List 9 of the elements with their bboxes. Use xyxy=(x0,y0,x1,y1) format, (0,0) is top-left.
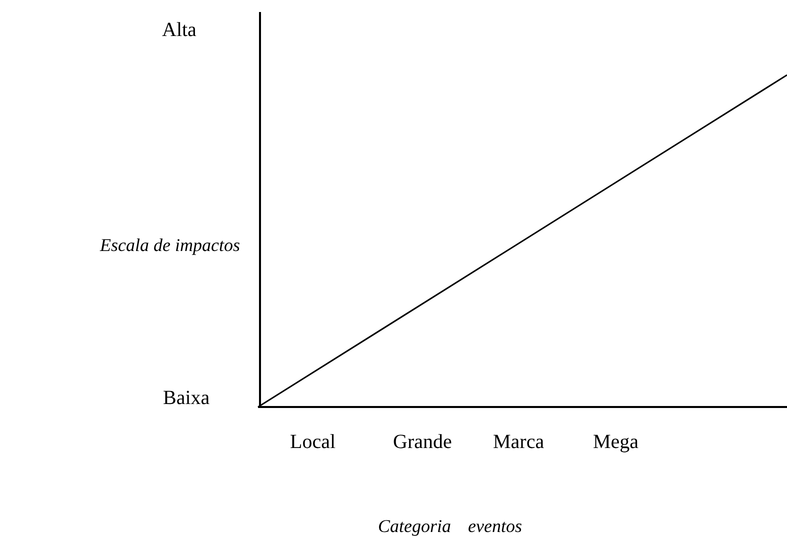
category-label: Local xyxy=(290,430,336,454)
axis-label: Alta xyxy=(162,18,196,42)
axis-title: Escala de impactos xyxy=(100,234,240,257)
category-label: Grande xyxy=(393,430,452,454)
category-label: Marca xyxy=(493,430,544,454)
axis-title: eventos xyxy=(468,515,522,538)
category-label: Mega xyxy=(593,430,639,454)
axis-label: Baixa xyxy=(163,386,210,410)
axis-title: Categoria xyxy=(378,515,452,538)
